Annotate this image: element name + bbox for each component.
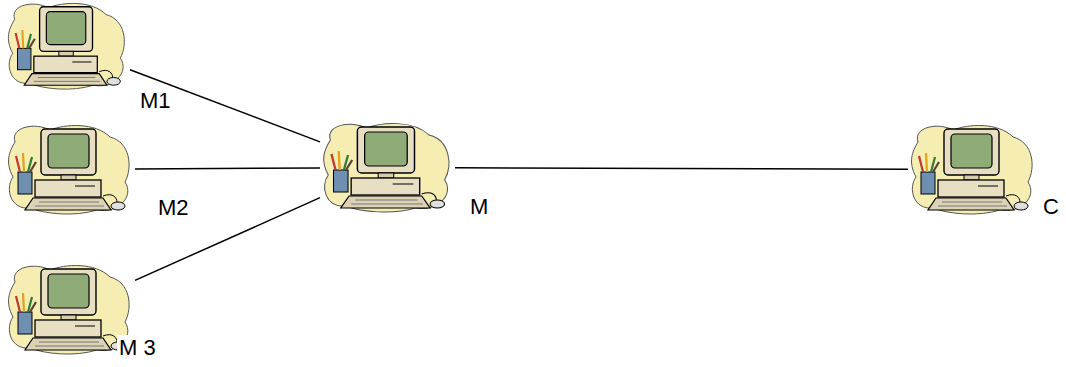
computer-icon [320,120,455,215]
network-link [135,168,320,169]
computer-node: M1 [5,0,130,92]
computer-node: C [908,122,1038,217]
node-label: M [468,194,490,220]
computer-icon [5,262,135,357]
node-label: C [1041,194,1061,220]
computer-icon [908,122,1038,217]
computer-node: M 3 [5,262,135,357]
computer-icon [5,122,135,217]
computer-icon [5,0,130,92]
node-label: M1 [138,88,173,114]
node-label: M2 [156,195,191,221]
computer-node: M2 [5,122,135,217]
computer-node: M [320,120,455,215]
node-label: M 3 [117,335,158,361]
network-link [130,70,320,142]
network-link [455,168,908,170]
